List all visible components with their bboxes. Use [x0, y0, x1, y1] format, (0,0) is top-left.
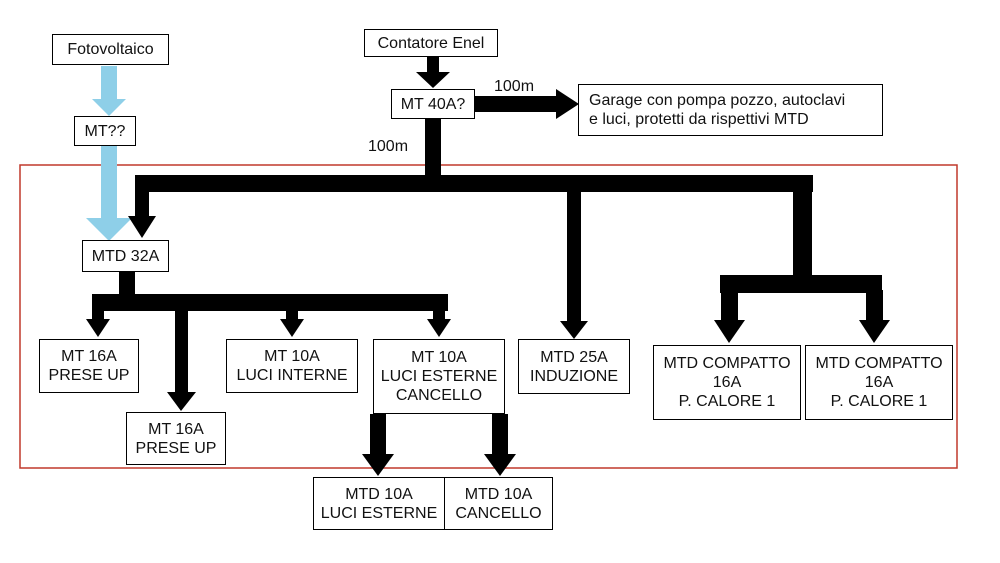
mt10-ec-line-1: MT 10A: [411, 349, 467, 366]
distance-label-garage: 100m: [494, 78, 535, 95]
mtd10-esterne-line-1: MTD 10A: [345, 485, 413, 503]
feed-line-main: [425, 118, 441, 175]
compatto-2-line-2: 16A: [864, 374, 894, 391]
arrow-to-mt16-b: [167, 308, 196, 411]
mt40-label: MT 40A?: [400, 95, 466, 113]
garage-line-1: Garage con pompa pozzo, autoclavi: [589, 92, 846, 109]
compatto-1-line-1: MTD COMPATTO: [663, 355, 791, 372]
compatto-1-line-2: 16A: [712, 374, 742, 391]
mt10-ec-line-3: CANCELLO: [395, 387, 483, 404]
mtd32-label: MTD 32A: [91, 247, 160, 265]
mtd32-box: MTD 32A: [82, 240, 169, 272]
mtd25-line-2: INDUZIONE: [530, 367, 618, 385]
mt10-interne-line-1: MT 10A: [264, 348, 320, 365]
calore-busbar: [720, 275, 882, 293]
arrow-to-mtd10-esterne: [362, 414, 394, 476]
arrow-to-mt10-esterne: [427, 308, 451, 337]
mt10-interne-line-2: LUCI INTERNE: [236, 367, 348, 384]
compatto-1-line-3: P. CALORE 1: [678, 393, 776, 410]
arrow-to-compatto-1: [714, 290, 745, 343]
mt16-b-line-1: MT 16A: [148, 420, 204, 438]
arrow-to-mtd25: [560, 190, 588, 339]
mtd10-esterne-line-2: LUCI ESTERNE: [320, 504, 438, 522]
mtd-compatto-2-box: MTD COMPATTO 16A P. CALORE 1: [805, 345, 953, 420]
mtd32-busbar: [92, 294, 448, 311]
main-busbar: [135, 175, 813, 192]
mtd10-cancello-box: MTD 10A CANCELLO: [444, 477, 553, 530]
compatto-2-line-1: MTD COMPATTO: [815, 355, 943, 372]
solar-arrow-1: [92, 66, 126, 116]
mtd10-cancello-line-2: CANCELLO: [455, 504, 542, 522]
mt16-b-line-2: PRESE UP: [135, 439, 217, 457]
garage-box: Garage con pompa pozzo, autoclavi e luci…: [578, 84, 883, 136]
mtd-compatto-1-box: MTD COMPATTO 16A P. CALORE 1: [653, 345, 801, 420]
drop-from-mtd32: [119, 272, 135, 297]
mt16-a-line-2: PRESE UP: [48, 367, 130, 384]
arrow-to-mt16-a: [86, 308, 110, 337]
panel-enclosure: [19, 164, 958, 469]
garage-line-2: e luci, protetti da rispettivi MTD: [589, 111, 809, 128]
mt16-b-box: MT 16A PRESE UP: [126, 412, 226, 465]
drop-to-calore: [793, 175, 812, 275]
arrow-to-mtd32: [128, 175, 156, 238]
arrow-to-mtd10-cancello: [484, 414, 516, 476]
mt10-esterne-cancello-box: MT 10A LUCI ESTERNE CANCELLO: [373, 339, 505, 414]
contatore-box: Contatore Enel: [364, 29, 498, 57]
mtd25-line-1: MTD 25A: [540, 348, 608, 366]
mt40-box: MT 40A?: [391, 89, 475, 119]
distance-label-main: 100m: [368, 138, 409, 155]
mt-unknown-box: MT??: [74, 116, 136, 146]
mt10-ec-line-2: LUCI ESTERNE: [380, 368, 498, 385]
solar-arrow-2: [86, 146, 132, 241]
contatore-label: Contatore Enel: [377, 34, 485, 52]
fotovoltaico-box: Fotovoltaico: [52, 34, 169, 65]
compatto-2-line-3: P. CALORE 1: [830, 393, 928, 410]
mt16-a-line-1: MT 16A: [61, 348, 117, 365]
mtd10-cancello-line-1: MTD 10A: [464, 485, 533, 503]
mt10-interne-box: MT 10A LUCI INTERNE: [226, 339, 358, 393]
feed-arrow-contatore: [416, 57, 450, 88]
arrow-to-garage: [474, 89, 579, 119]
arrow-to-mt10-interne: [280, 308, 304, 337]
fotovoltaico-label: Fotovoltaico: [67, 41, 154, 58]
arrow-to-compatto-2: [859, 290, 890, 343]
mtd25-box: MTD 25A INDUZIONE: [518, 339, 630, 394]
mtd10-esterne-box: MTD 10A LUCI ESTERNE: [313, 477, 445, 530]
mt16-a-box: MT 16A PRESE UP: [39, 339, 139, 393]
mt-unknown-label: MT??: [84, 122, 126, 140]
